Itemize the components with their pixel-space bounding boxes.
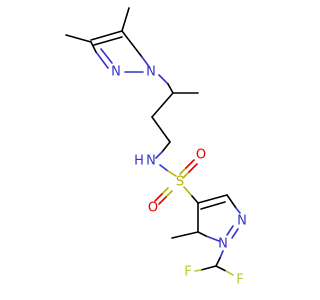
bond <box>158 196 167 205</box>
atom-o-sulfonyl-left: O <box>148 201 158 216</box>
bond <box>161 187 169 195</box>
bond <box>159 164 169 172</box>
bond <box>154 193 163 202</box>
atom-s-sulfonyl: S <box>176 175 184 190</box>
bond <box>100 48 113 64</box>
bond <box>226 194 237 209</box>
bond <box>151 116 171 143</box>
bond <box>194 269 202 272</box>
bond <box>188 163 198 173</box>
bond <box>215 265 227 272</box>
bond <box>235 207 241 214</box>
bond <box>197 231 207 237</box>
bond <box>167 83 174 94</box>
bond <box>185 159 195 169</box>
atom-o-sulfonyl-right: O <box>196 148 206 163</box>
bond <box>165 190 173 198</box>
bond <box>121 30 143 58</box>
bond <box>121 7 130 32</box>
bond <box>191 195 199 204</box>
bond <box>93 36 123 46</box>
bond <box>215 257 221 267</box>
bond <box>231 228 239 239</box>
bond <box>65 34 92 43</box>
bond <box>183 186 193 197</box>
bond <box>200 265 217 271</box>
bond <box>205 235 220 242</box>
bond <box>179 167 187 175</box>
atom-n-amide: N <box>146 154 156 169</box>
bond <box>90 41 97 53</box>
bond <box>197 194 228 204</box>
bond <box>225 270 234 276</box>
atom-n-pyrazole-bottom-1: N <box>218 237 228 252</box>
bond <box>167 170 177 177</box>
atom-h-amide: H <box>134 154 144 169</box>
bond <box>141 56 151 69</box>
bond-layer <box>65 7 241 276</box>
bond <box>158 74 169 85</box>
bond <box>219 250 224 259</box>
bond <box>155 151 163 159</box>
bond <box>161 141 171 153</box>
molecule-structure: N N N H S O O N N F F <box>65 7 247 288</box>
bond <box>200 201 226 210</box>
bond <box>95 51 109 69</box>
atom-n-pyrazole-bottom-2: N <box>237 214 247 229</box>
atom-f-right: F <box>236 273 243 288</box>
atom-n-pyrazole-top-2: N <box>111 65 121 80</box>
bond <box>171 231 199 239</box>
atom-n-pyrazole-top-1: N <box>146 65 156 80</box>
bond <box>151 92 174 118</box>
bond <box>90 30 123 41</box>
bond <box>226 225 234 236</box>
atom-f-left: F <box>184 265 191 280</box>
bond <box>182 171 190 179</box>
atom-label-layer: N N N H S O O N N F F <box>111 65 247 288</box>
